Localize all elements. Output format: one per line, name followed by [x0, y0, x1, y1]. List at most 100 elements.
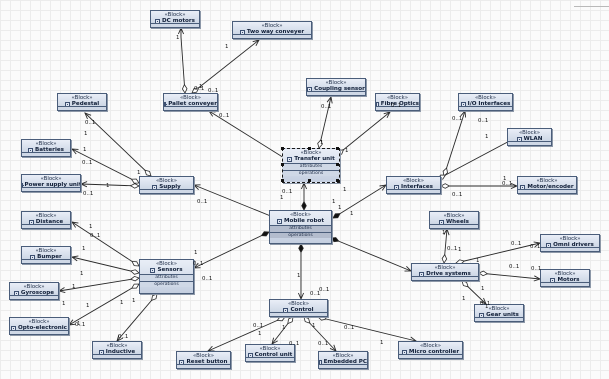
compartment-operations[interactable]: operations	[283, 169, 339, 177]
block-control-unit[interactable]: «Block»Control unit	[245, 344, 295, 362]
multiplicity-label: 1	[280, 195, 284, 201]
block-stereotype: «Block»	[28, 319, 50, 325]
block-io-interfaces[interactable]: «Block»I/O Interfaces	[458, 93, 513, 111]
block-opto-electronic[interactable]: «Block»Opto-electronic	[9, 317, 69, 335]
multiplicity-label: 1	[380, 340, 384, 346]
multiplicity-label: 0..1	[289, 341, 300, 347]
relationship-line-drive_systems-to-motors[interactable]	[478, 272, 541, 280]
relationship-line-control-to-micro_controller[interactable]	[317, 316, 417, 342]
arrowhead-two_way_conveyer	[252, 39, 260, 47]
block-compartment-edge	[307, 91, 365, 95]
relationship-line-transfer_unit-to-fibre_optics[interactable]	[336, 111, 391, 156]
block-stereotype: «Block»	[40, 176, 62, 182]
relationship-line-sensors-to-gyroscope[interactable]	[58, 277, 140, 292]
selection-handle[interactable]	[281, 163, 284, 166]
selection-handle[interactable]	[281, 179, 284, 182]
block-stereotype: «Block»	[261, 23, 283, 29]
relationship-line-control-to-reset_button[interactable]	[207, 316, 286, 352]
block-motor-encoder[interactable]: «Block»Motor/encoder	[517, 176, 577, 194]
compartment-operations[interactable]: operations	[270, 231, 331, 239]
block-omni-drivers[interactable]: «Block»Omni drivers	[540, 234, 600, 252]
block-control[interactable]: «Block»Control	[269, 299, 328, 317]
multiplicity-label: 1	[282, 325, 286, 331]
compartment-attributes[interactable]: attributes	[270, 225, 331, 232]
block-icon	[287, 157, 293, 162]
multiplicity-label: 0..1	[193, 261, 204, 267]
selection-handle[interactable]	[281, 147, 284, 150]
relationship-line-mobile_robot-to-sensors[interactable]	[193, 231, 270, 269]
relationship-line-sensors-to-inductive[interactable]	[116, 293, 158, 342]
block-interfaces[interactable]: «Block»Interfaces	[386, 176, 441, 194]
multiplicity-label: 0..1	[310, 291, 321, 297]
block-wlan[interactable]: «Block»WLAN	[507, 128, 552, 146]
relationship-line-interfaces-to-wlan[interactable]	[437, 136, 518, 180]
block-reset-button[interactable]: «Block»Reset button	[176, 351, 231, 369]
block-wheels[interactable]: «Block»Wheels	[429, 211, 479, 229]
compartment-attributes[interactable]: attributes	[140, 274, 193, 281]
block-compartment-edge	[518, 189, 576, 193]
aggregation-diamond-drive_systems	[441, 253, 448, 264]
block-compartment-edge	[412, 276, 478, 280]
block-gear-units[interactable]: «Block»Gear units	[474, 304, 524, 322]
block-batteries[interactable]: «Block»Batteries	[21, 139, 71, 157]
block-inductive[interactable]: «Block»Inductive	[92, 341, 142, 359]
multiplicity-label: 1	[72, 284, 76, 290]
block-power-supply-unit[interactable]: «Block»Power supply unit	[21, 174, 81, 192]
arrowhead-wheels	[443, 227, 450, 236]
block-stereotype: «Block»	[536, 178, 558, 184]
relationship-line-supply-to-batteries[interactable]	[71, 148, 140, 184]
block-bumper[interactable]: «Block»Bumper	[21, 246, 71, 264]
selection-handle[interactable]	[336, 147, 339, 150]
block-name: Two way conveyer	[246, 29, 305, 35]
multiplicity-label: 1	[258, 331, 262, 337]
relationship-line-pallet_conveyer-to-two_way_conveyer[interactable]	[191, 39, 260, 94]
block-gyroscope[interactable]: «Block»Gyroscope	[9, 282, 59, 300]
relationship-line-supply-to-power_supply_unit[interactable]	[80, 183, 140, 187]
selection-handle[interactable]	[336, 179, 339, 182]
selection-handle[interactable]	[336, 163, 339, 166]
block-distance[interactable]: «Block»Distance	[21, 211, 71, 229]
relationship-line-drive_systems-to-omni_drivers[interactable]	[455, 242, 541, 264]
multiplicity-label: 1	[338, 205, 342, 211]
relationship-line-mobile_robot-to-interfaces[interactable]	[332, 184, 387, 219]
relationship-line-sensors-to-distance[interactable]	[71, 221, 140, 267]
relationship-line-transfer_unit-to-pallet_conveyer[interactable]	[208, 110, 290, 162]
block-drive-systems[interactable]: «Block»Drive systems	[411, 263, 479, 281]
block-motors[interactable]: «Block»Motors	[540, 269, 590, 287]
block-dc-motors[interactable]: «Block»DC motors	[150, 10, 200, 28]
multiplicity-label: 0..1	[219, 113, 230, 119]
block-two-way-conveyer[interactable]: «Block»Two way conveyer	[232, 21, 312, 39]
selection-handle[interactable]	[308, 147, 311, 150]
compartment-attributes[interactable]: attributes	[283, 163, 339, 170]
block-embedded-pc[interactable]: «Block»Embedded PC	[318, 351, 368, 369]
block-fibre-optics[interactable]: «Block»Fibre Optics	[375, 93, 420, 111]
relationship-line-pallet_conveyer-to-dc_motors[interactable]	[180, 28, 186, 94]
window-edge-line	[574, 6, 609, 7]
block-pallet-conveyer[interactable]: «Block»Pallet conveyer	[163, 93, 218, 111]
selection-handle[interactable]	[308, 179, 311, 182]
block-stereotype: «Block»	[518, 130, 541, 136]
block-name: Control	[290, 307, 314, 313]
relationship-line-sensors-to-bumper[interactable]	[71, 256, 140, 274]
relationship-line-mobile_robot-to-supply[interactable]	[193, 184, 279, 220]
block-coupling-sensor[interactable]: «Block»Coupling sensor	[306, 78, 366, 96]
relationship-line-mobile_robot-to-drive_systems[interactable]	[330, 237, 412, 272]
block-compartment-edge	[459, 106, 512, 110]
block-name: Interfaces	[401, 184, 433, 190]
compartment-operations[interactable]: operations	[140, 280, 193, 288]
block-pedestal[interactable]: «Block»Pedestal	[57, 93, 107, 111]
relationship-line-sensors-to-opto_electronic[interactable]	[68, 283, 140, 326]
relationship-line-supply-to-pedestal[interactable]	[84, 112, 152, 177]
block-compartment-edge	[177, 364, 230, 368]
multiplicity-label: 0..1	[208, 88, 219, 94]
composition-diamond-mobile_robot	[330, 237, 340, 243]
block-micro-controller[interactable]: «Block»Micro controller	[398, 341, 463, 359]
block-name: Inductive	[105, 349, 136, 355]
block-stereotype: «Block»	[287, 301, 310, 307]
multiplicity-label: 1	[86, 303, 90, 309]
relationship-line-interfaces-to-io_interfaces[interactable]	[443, 110, 466, 177]
block-supply[interactable]: «Block»Supply	[139, 176, 194, 194]
